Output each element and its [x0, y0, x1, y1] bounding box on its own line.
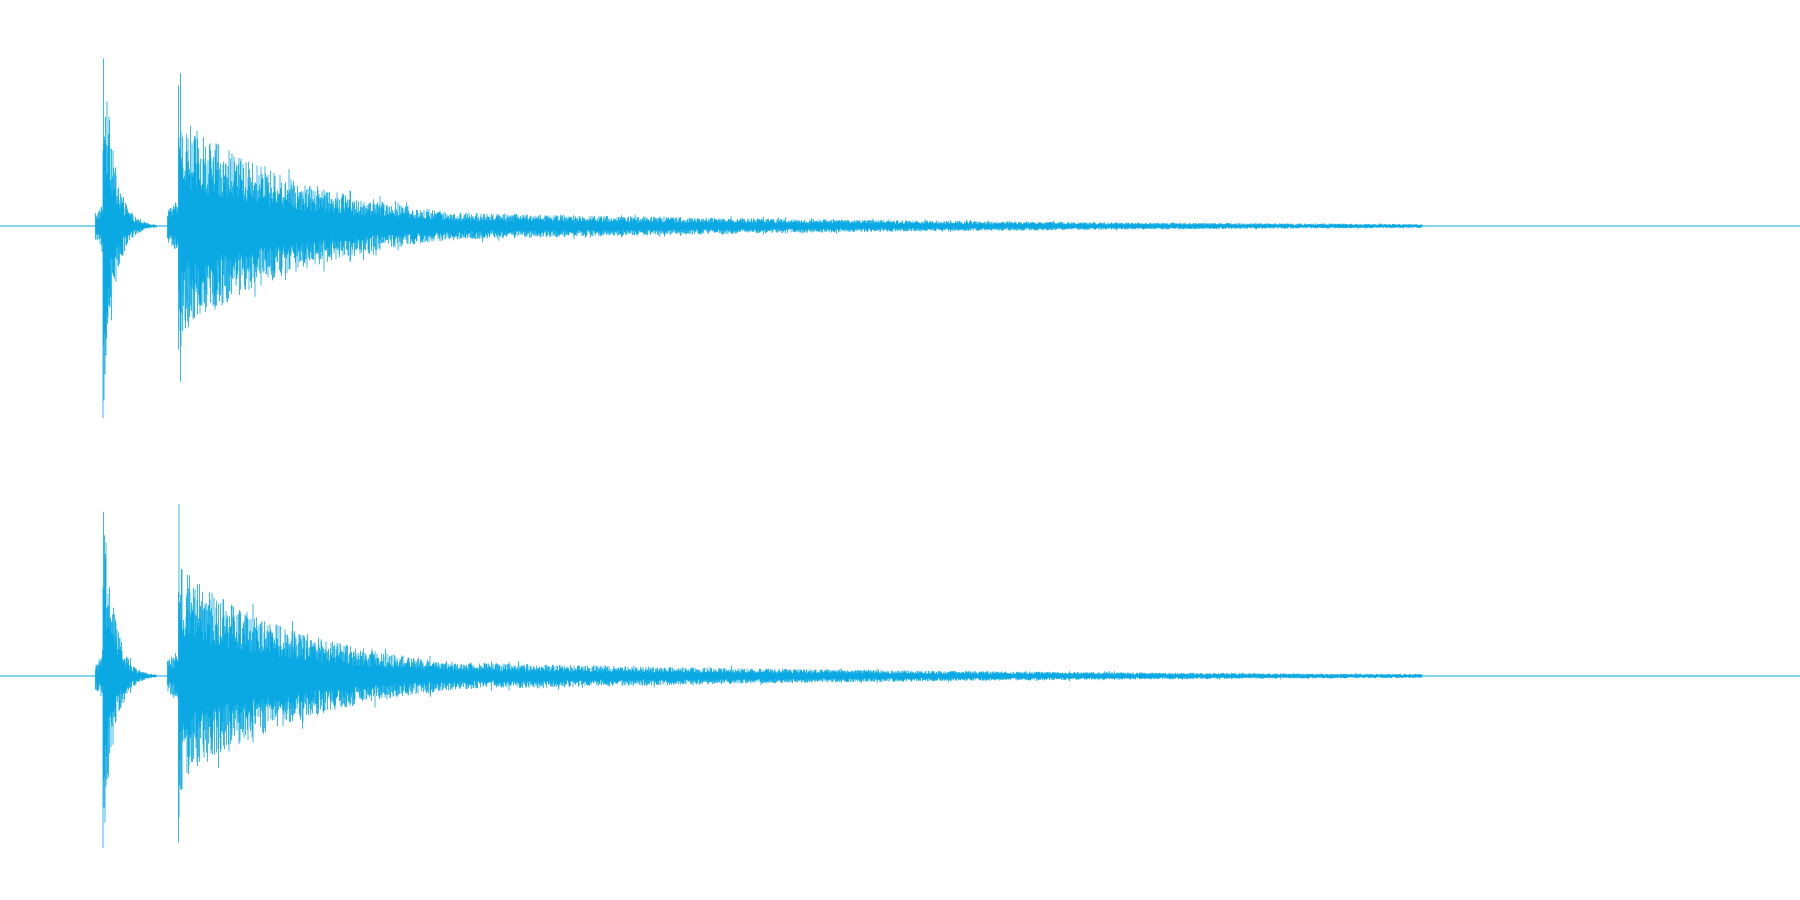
waveform-trace-channel-1 [95, 58, 1423, 418]
channel-1-waveform[interactable] [0, 58, 1800, 419]
channel-2-waveform[interactable] [0, 504, 1800, 848]
waveform-trace-channel-2 [95, 504, 1423, 848]
